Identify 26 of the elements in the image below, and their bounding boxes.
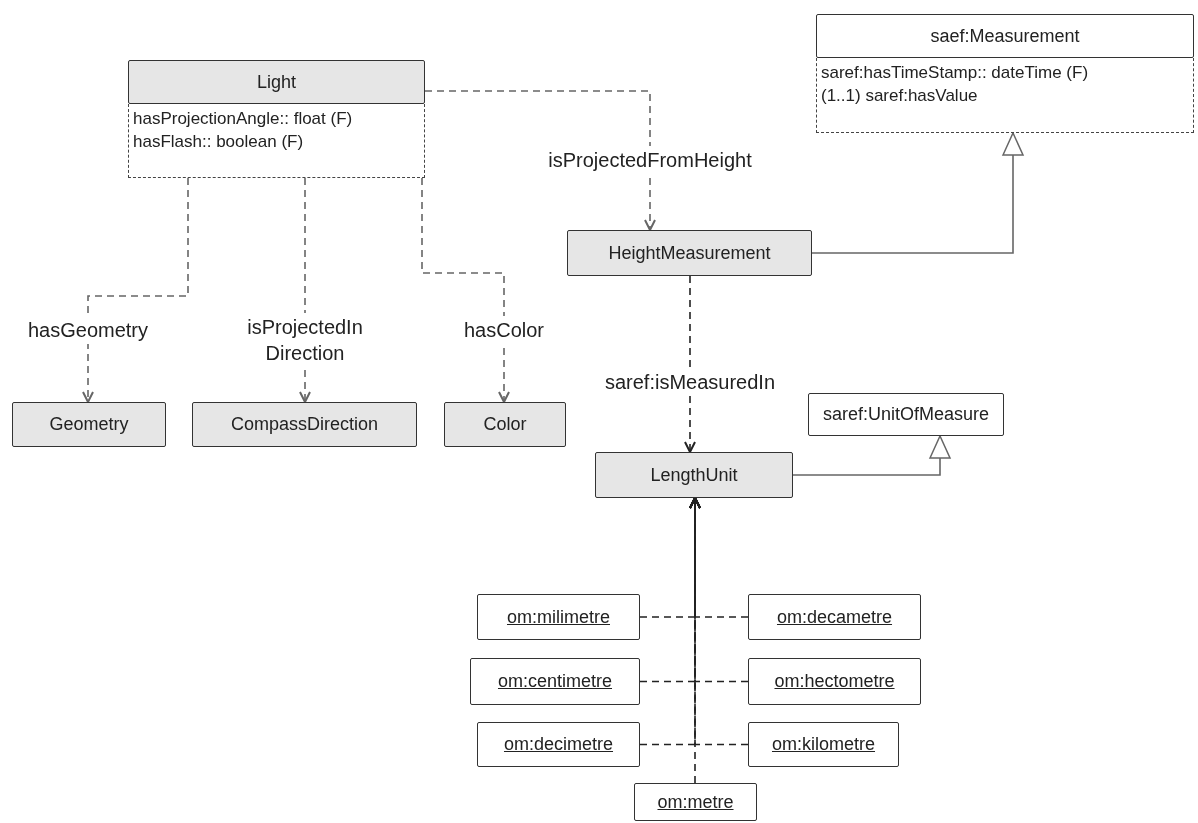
dashed-arrow bbox=[424, 90, 656, 231]
generalization-arrow bbox=[792, 435, 951, 476]
dashed-arrow bbox=[689, 497, 701, 784]
instance-box: om:hectometre bbox=[748, 658, 921, 705]
instance-box: om:centimetre bbox=[470, 658, 640, 705]
class-box: saref:UnitOfMeasure bbox=[808, 393, 1004, 436]
dashed-arrow bbox=[82, 177, 189, 403]
instance-box: om:metre bbox=[634, 783, 757, 821]
class-box: LengthUnit bbox=[595, 452, 793, 498]
instance-box: om:kilometre bbox=[748, 722, 899, 767]
instance-box: om:decimetre bbox=[477, 722, 640, 767]
attribute-text: saref:hasTimeStamp:: dateTime (F) bbox=[821, 63, 1090, 83]
class-box: Color bbox=[444, 402, 566, 447]
class-box: CompassDirection bbox=[192, 402, 417, 447]
instance-box: om:decametre bbox=[748, 594, 921, 640]
attribute-text: hasFlash:: boolean (F) bbox=[133, 131, 305, 152]
class-box: Geometry bbox=[12, 402, 166, 447]
generalization-arrow bbox=[811, 132, 1024, 254]
class-header: Light bbox=[128, 60, 425, 104]
attribute-text: hasProjectionAngle:: float (F) bbox=[133, 109, 354, 129]
dashed-arrow bbox=[684, 275, 696, 453]
class-header: saef:Measurement bbox=[816, 14, 1194, 58]
instance-box: om:milimetre bbox=[477, 594, 640, 640]
class-box: HeightMeasurement bbox=[567, 230, 812, 276]
attribute-text: (1..1) saref:hasValue bbox=[821, 85, 979, 106]
dashed-arrow bbox=[421, 177, 510, 403]
